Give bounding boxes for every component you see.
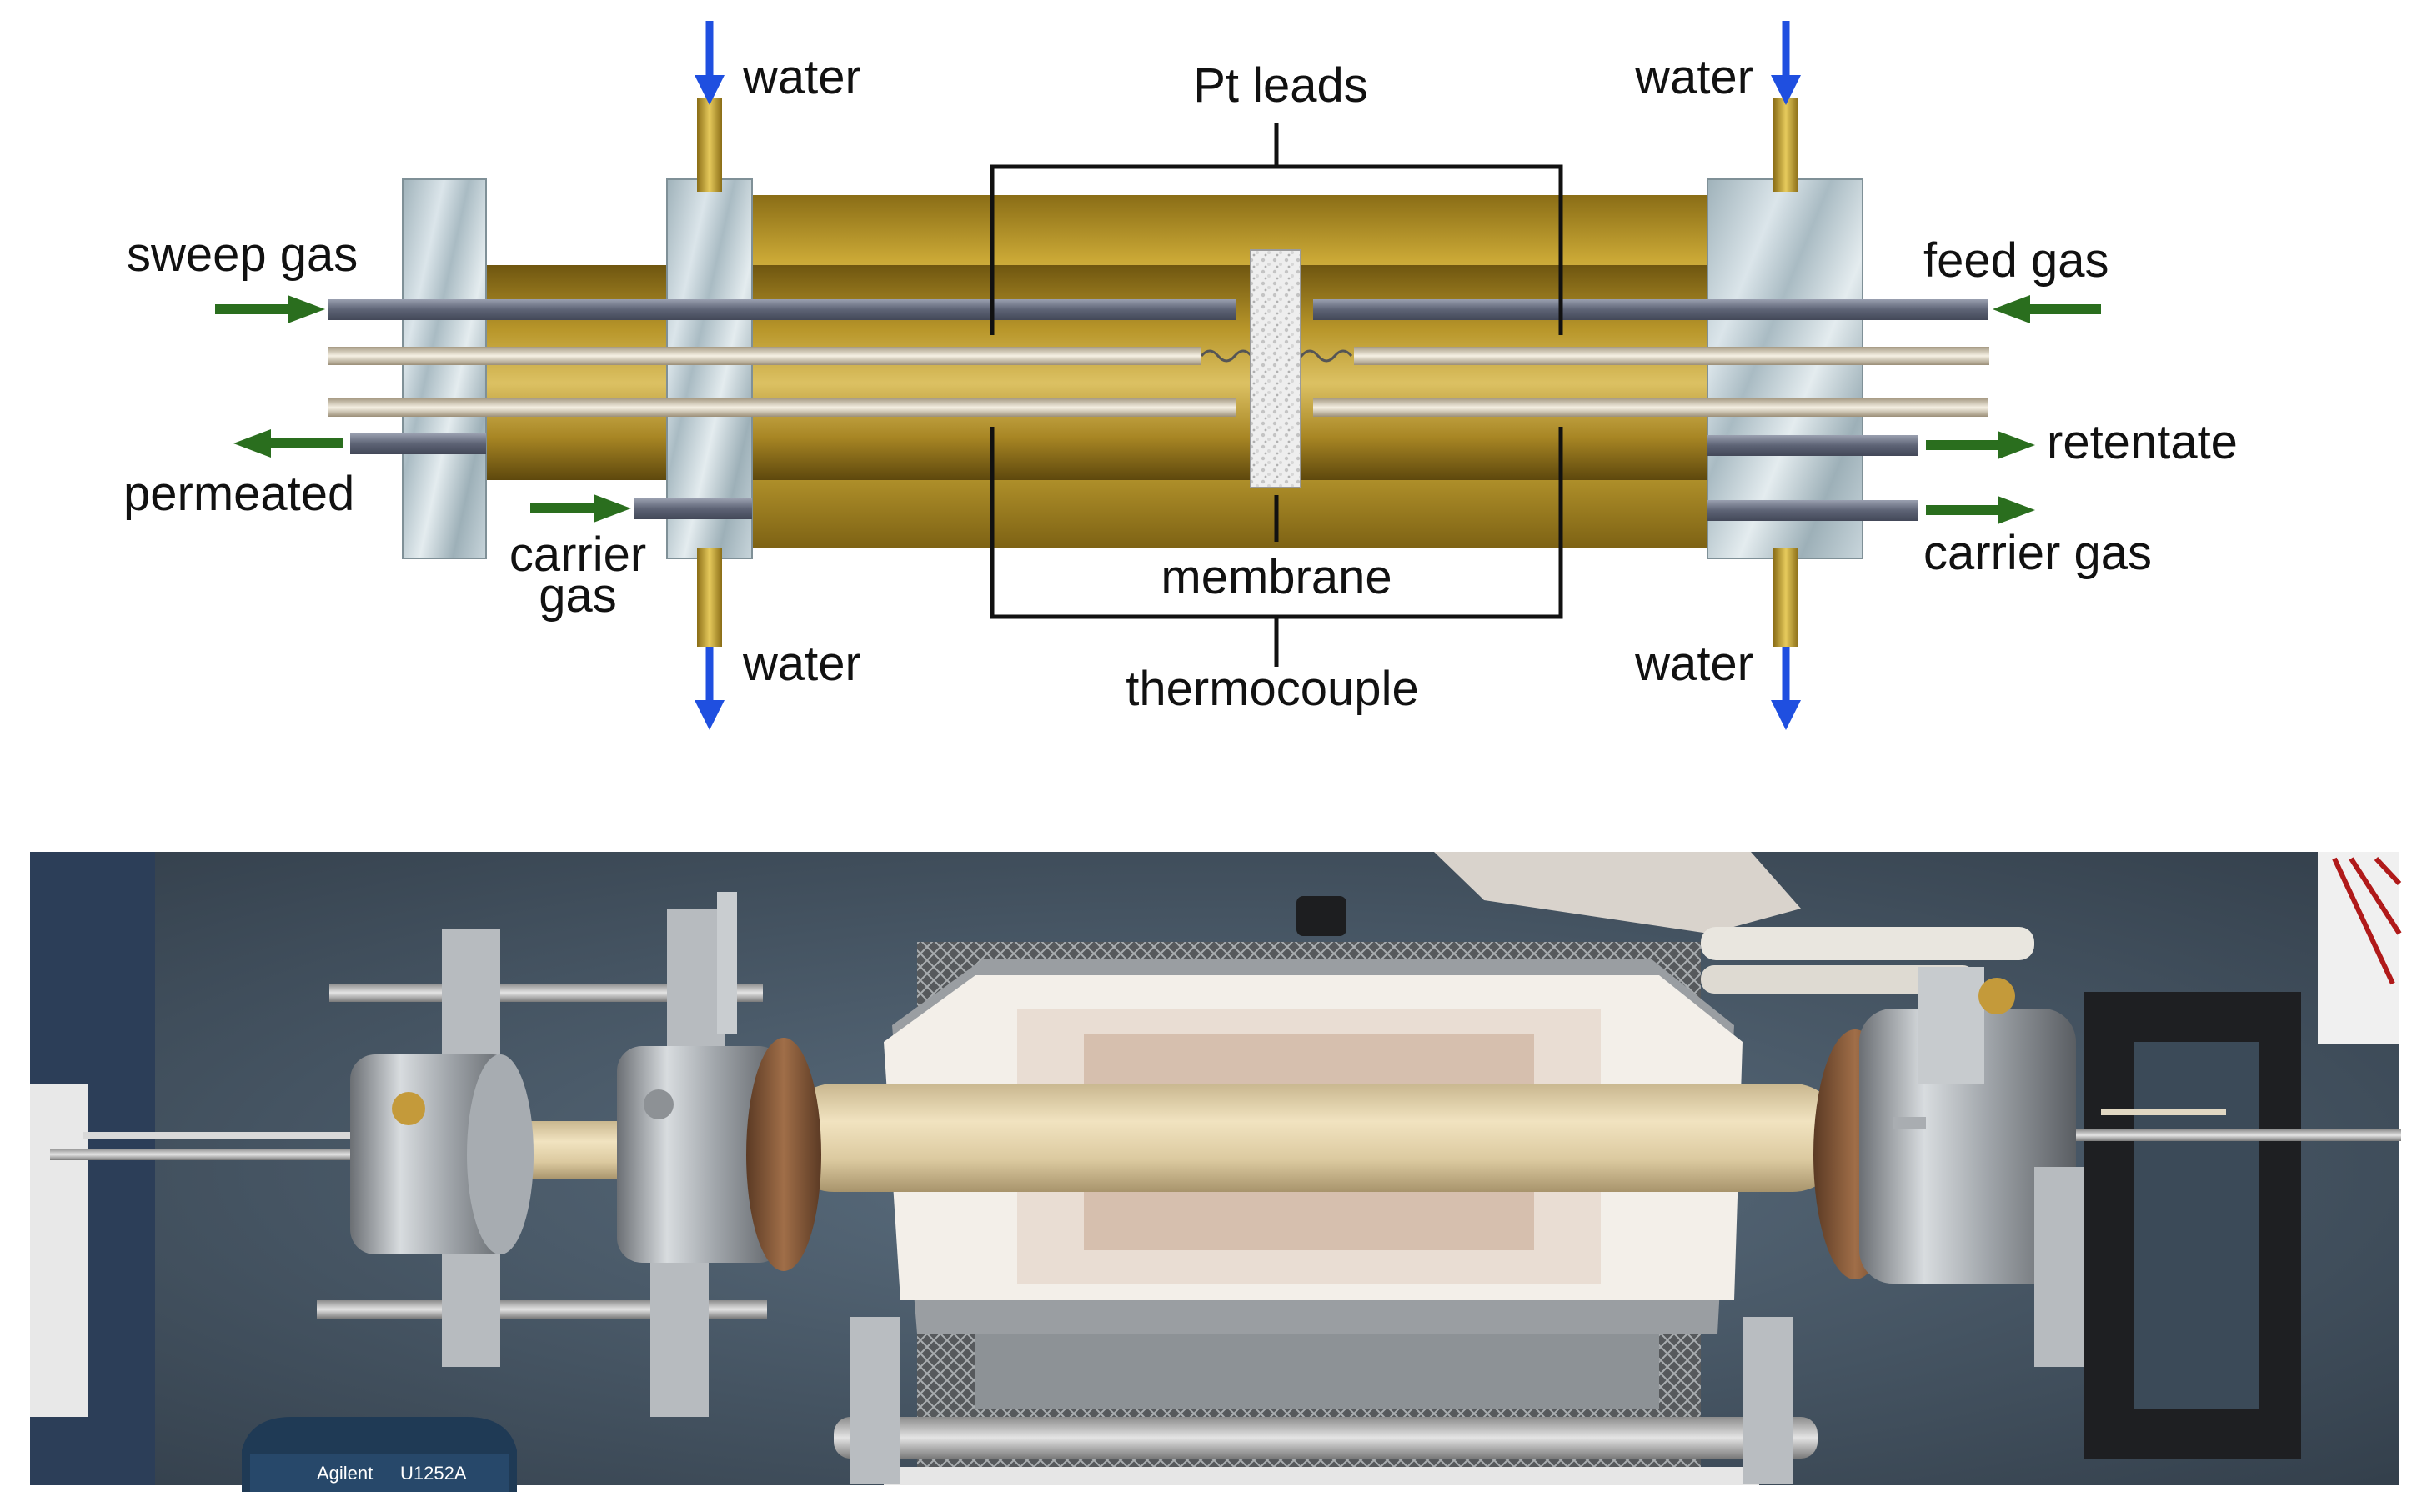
right-fitting — [1813, 967, 2084, 1367]
multimeter: Agilent U1252A — [242, 1417, 517, 1492]
meter-brand: Agilent — [317, 1463, 373, 1484]
carrier-gas-in-pipe — [634, 498, 752, 519]
black-stand-inner — [2134, 1042, 2259, 1409]
retentate-arrow — [1926, 431, 2035, 459]
pt-lead-upper-right — [1354, 347, 1989, 365]
right-wall — [2318, 852, 2399, 1044]
label-thermocouple: thermocouple — [1126, 662, 1418, 716]
label-feed-gas: feed gas — [1923, 233, 2109, 288]
threaded-rod-upper — [329, 984, 763, 1002]
label-carrier-left-1: carrier — [509, 528, 646, 582]
carrier-gas-out-arrow — [1926, 496, 2035, 524]
thermocouple-bracket — [990, 427, 1563, 667]
gas-arrows — [215, 295, 2101, 524]
feed-gas-pipe — [1313, 299, 1988, 320]
label-pt-leads: Pt leads — [1193, 58, 1368, 113]
left-end-fitting — [350, 929, 534, 1367]
label-retentate: retentate — [2047, 415, 2238, 469]
label-carrier-gas-right: carrier gas — [1923, 526, 2152, 580]
white-tubes-2 — [1701, 965, 1976, 994]
label-carrier-left-2: gas — [539, 568, 617, 623]
label-water-top-left: water — [742, 50, 861, 104]
label-sweep-gas: sweep gas — [127, 228, 358, 282]
left-water-flange — [666, 178, 753, 559]
carrier-gas-out-pipe — [1707, 500, 1918, 521]
pt-lead-lower-right — [1313, 398, 1988, 417]
water-post-bottom-left — [697, 548, 722, 647]
ceramic-tube-left — [500, 1121, 650, 1179]
feed-gas-arrow — [1993, 295, 2101, 323]
sweep-gas-arrow — [215, 295, 325, 323]
water-post-bottom-right — [1773, 548, 1798, 647]
pt-leads-bracket — [990, 123, 1563, 335]
dark-connector — [1296, 896, 1346, 936]
label-water-bottom-right: water — [1634, 637, 1753, 691]
membrane-disc — [1250, 249, 1301, 488]
furnace — [834, 942, 1818, 1485]
thin-rod-left — [50, 1149, 350, 1160]
right-flange — [1707, 178, 1863, 559]
sweep-gas-pipe — [328, 299, 1236, 320]
water-post-top-right — [1773, 98, 1798, 192]
thin-rod-right — [2068, 1129, 2401, 1141]
thin-rod-right-2 — [2101, 1109, 2226, 1115]
thin-rod-left-2 — [83, 1132, 350, 1139]
label-membrane: membrane — [1161, 550, 1392, 604]
white-tubes — [1701, 927, 2034, 960]
meter-model: U1252A — [400, 1463, 467, 1484]
left-end-flange — [402, 178, 487, 559]
retentate-pipe — [1707, 435, 1918, 456]
carrier-gas-in-arrow — [530, 494, 631, 523]
label-water-bottom-left: water — [742, 637, 861, 691]
middle-fitting — [617, 892, 821, 1417]
permeated-arrow — [233, 429, 343, 458]
pt-lead-upper-left — [328, 347, 1201, 365]
ceramic-tube — [784, 1084, 1843, 1192]
cables-right — [2332, 856, 2402, 985]
pt-lead-lower-left — [328, 398, 1236, 417]
permeated-pipe — [350, 433, 486, 454]
label-water-top-right: water — [1634, 50, 1753, 104]
left-shelf-panel — [30, 1084, 88, 1417]
water-post-top-left — [697, 98, 722, 192]
label-permeated: permeated — [123, 467, 354, 521]
paper-towels — [1434, 852, 1801, 934]
